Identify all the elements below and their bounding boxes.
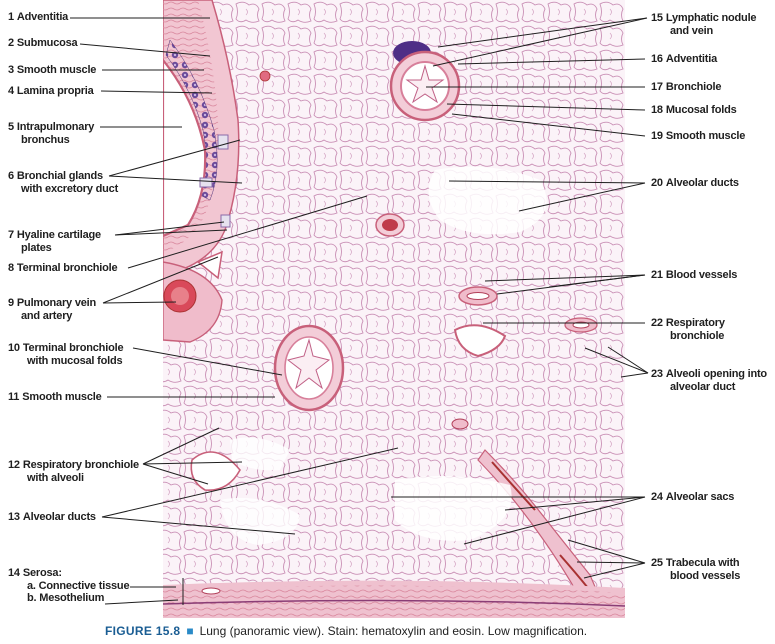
leader-lines (70, 17, 649, 605)
caption-text: Lung (panoramic view). Stain: hematoxyli… (199, 624, 588, 638)
figure-caption: FIGURE 15.8 ■ Lung (panoramic view). Stain… (105, 624, 587, 638)
lung-tissue (163, 0, 625, 618)
figure-number: FIGURE 15.8 (105, 624, 181, 638)
square-marker-icon: ■ (186, 624, 194, 638)
